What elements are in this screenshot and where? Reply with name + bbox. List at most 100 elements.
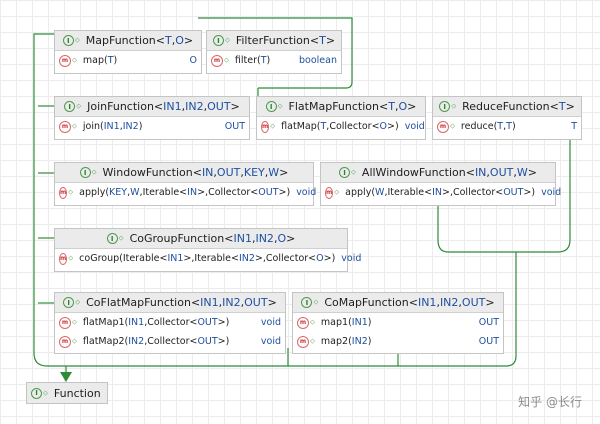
type-text: Iterable< xyxy=(122,253,168,264)
return-type: void xyxy=(296,187,317,198)
method-name: map2 xyxy=(320,336,349,347)
link-icon: ⬦ xyxy=(310,337,315,345)
type-param: IN xyxy=(432,187,442,198)
paren: ) xyxy=(286,187,291,198)
type-sep: , xyxy=(240,296,245,309)
type-param: KEY xyxy=(109,187,128,198)
type-param: T xyxy=(497,121,504,132)
method-row[interactable]: m⬦flatMap(T, Collector<O>)void xyxy=(257,117,425,136)
type-bracket: < xyxy=(153,100,164,113)
type-bracket: > xyxy=(325,34,336,47)
class-icon: I xyxy=(31,387,42,399)
method-name: map1 xyxy=(320,317,349,328)
method-icon: m xyxy=(325,186,334,199)
type-sep: , xyxy=(171,34,176,47)
class-icon: I xyxy=(339,167,351,178)
paren: ) xyxy=(225,336,230,347)
class-icon: I xyxy=(62,35,74,46)
method-icon: m xyxy=(437,120,449,133)
class-icon: I xyxy=(63,297,75,308)
method-row[interactable]: m⬦coGroup(Iterable<IN1>, Iterable<IN2>, … xyxy=(55,249,361,268)
method-row[interactable]: m⬦flatMap1(IN1, Collector<OUT>)void xyxy=(55,313,285,332)
method-icon: m xyxy=(297,316,309,329)
method-row[interactable]: m⬦reduce(T, T)T xyxy=(433,117,581,136)
class-name: WindowFunction xyxy=(102,166,193,179)
class-icon: I xyxy=(79,167,91,178)
method-icon: m xyxy=(59,120,71,133)
type-sep: , xyxy=(203,100,208,113)
method-row[interactable]: m⬦filter(T)boolean xyxy=(207,51,341,70)
node-function[interactable]: I⬦Function xyxy=(26,382,108,404)
type-bracket: < xyxy=(408,296,418,309)
method-name: join xyxy=(82,121,101,132)
type-bracket: < xyxy=(192,166,202,179)
type-text: > xyxy=(387,121,395,132)
type-param: T xyxy=(388,100,395,113)
paren: ) xyxy=(531,187,536,198)
type-param: W xyxy=(130,187,140,198)
type-text: > xyxy=(197,187,206,198)
method-row[interactable]: m⬦map2(IN2)OUT xyxy=(293,332,503,351)
class-name: MapFunction xyxy=(85,34,156,47)
link-icon: ⬦ xyxy=(76,102,82,110)
node-join-function[interactable]: I⬦JoinFunction<IN1, IN2, OUT>m⬦join(IN1,… xyxy=(54,96,250,140)
type-param: IN2 xyxy=(128,336,145,347)
method-row[interactable]: m⬦map(T)O xyxy=(55,51,201,70)
method-icon: m xyxy=(211,54,223,67)
method-row[interactable]: m⬦apply(KEY, W, Iterable<IN>, Collector<… xyxy=(55,183,317,202)
type-bracket: > xyxy=(485,296,495,309)
node-allwindow-function[interactable]: I⬦AllWindowFunction<IN, OUT, W>m⬦apply(W… xyxy=(320,162,561,206)
edge-trunk-left xyxy=(33,33,66,367)
method-name: filter xyxy=(234,55,258,66)
node-cogroup-function[interactable]: I⬦CoGroupFunction<IN1, IN2, O>m⬦coGroup(… xyxy=(54,228,361,272)
link-icon: ⬦ xyxy=(451,102,457,110)
type-param: IN xyxy=(201,166,214,179)
arg-sep: , xyxy=(144,317,148,328)
type-param: T xyxy=(165,34,172,47)
type-text: Iterable< xyxy=(142,187,188,198)
type-sep: , xyxy=(181,100,186,113)
link-icon: ⬦ xyxy=(72,318,77,326)
link-icon: ⬦ xyxy=(72,56,77,64)
node-window-function[interactable]: I⬦WindowFunction<IN, OUT, KEY, W>m⬦apply… xyxy=(54,162,317,206)
type-param: OUT xyxy=(503,187,524,198)
node-coflatmap-function[interactable]: I⬦CoFlatMapFunction<IN1, IN2, OUT>m⬦flat… xyxy=(54,292,286,354)
link-icon: ⬦ xyxy=(68,188,74,196)
type-text: > xyxy=(254,253,263,264)
type-param: OUT xyxy=(216,166,241,179)
node-reduce-function[interactable]: I⬦ReduceFunction<T>m⬦reduce(T, T)T xyxy=(432,96,582,140)
paren: ) xyxy=(138,121,143,132)
return-type: OUT xyxy=(478,317,499,328)
link-icon: ⬦ xyxy=(270,122,276,130)
link-icon: ⬦ xyxy=(72,337,77,345)
link-icon: ⬦ xyxy=(310,318,315,326)
class-icon: I xyxy=(439,101,451,112)
method-row[interactable]: m⬦join(IN1, IN2)OUT xyxy=(55,117,249,136)
paren: ( xyxy=(316,121,321,132)
class-header: I⬦CoGroupFunction<IN1, IN2, O> xyxy=(55,229,347,249)
method-row[interactable]: m⬦map1(IN1)OUT xyxy=(293,313,503,332)
paren: ( xyxy=(493,121,498,132)
node-map-function[interactable]: I⬦MapFunction<T, O>m⬦map(T)O xyxy=(54,30,202,74)
class-name: ReduceFunction xyxy=(462,100,550,113)
node-filter-function[interactable]: I⬦FilterFunction<T>m⬦filter(T)boolean xyxy=(206,30,342,74)
type-text: > xyxy=(323,253,332,264)
class-name: Function xyxy=(53,386,101,400)
node-comap-function[interactable]: I⬦CoMapFunction<IN1, IN2, OUT>m⬦map1(IN1… xyxy=(292,292,504,354)
paren: ( xyxy=(348,336,352,347)
type-sep: , xyxy=(240,166,244,179)
return-type: O xyxy=(189,55,197,66)
arg-sep: , xyxy=(326,121,330,132)
type-sep: , xyxy=(394,100,399,113)
arg-sep: , xyxy=(503,121,507,132)
type-bracket: < xyxy=(190,296,201,309)
arg-sep: , xyxy=(262,253,266,264)
paren: ( xyxy=(105,187,110,198)
method-row[interactable]: m⬦apply(W, Iterable<IN>, Collector<OUT>)… xyxy=(321,183,561,202)
node-flatmap-function[interactable]: I⬦FlatMapFunction<T, O>m⬦flatMap(T, Coll… xyxy=(256,96,426,140)
type-text: Iterable< xyxy=(387,187,433,198)
method-row[interactable]: m⬦flatMap2(IN2, Collector<OUT>)void xyxy=(55,332,285,351)
class-name: JoinFunction xyxy=(87,100,154,113)
return-type: OUT xyxy=(224,121,245,132)
class-name: CoGroupFunction xyxy=(129,232,225,245)
